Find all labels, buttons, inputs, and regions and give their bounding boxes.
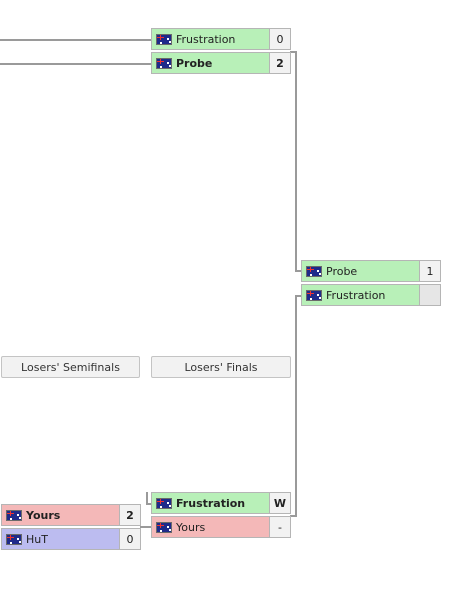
australia-flag-icon: [6, 509, 22, 521]
connector-line: [0, 39, 152, 41]
score-cell: W: [269, 493, 290, 513]
player-name-cell: Frustration: [302, 285, 421, 305]
match-grand-final[interactable]: Probe 1 Frustration: [301, 260, 441, 308]
match-losers-semifinal[interactable]: Yours 2 HuT 0: [1, 504, 141, 552]
score-cell: 1: [419, 261, 440, 281]
player-name-cell: Yours: [152, 517, 271, 537]
player-name: Frustration: [176, 496, 246, 510]
player-name-cell: Probe: [152, 53, 271, 73]
connector-line: [290, 515, 296, 517]
player-name: Frustration: [176, 32, 236, 46]
score-cell: [419, 285, 440, 305]
round-header-losers-semifinals: Losers' Semifinals: [1, 356, 140, 378]
score-cell: 0: [119, 529, 140, 549]
connector-line: [295, 270, 302, 272]
connector-line: [0, 63, 152, 65]
match-slot[interactable]: Frustration W: [151, 492, 291, 514]
player-name: Yours: [176, 520, 206, 534]
player-name-cell: Probe: [302, 261, 421, 281]
connector-line: [146, 492, 148, 504]
player-name: Frustration: [326, 288, 386, 302]
match-slot[interactable]: Frustration: [301, 284, 441, 306]
score-cell: -: [269, 517, 290, 537]
connector-line: [140, 526, 152, 528]
match-slot[interactable]: Probe 1: [301, 260, 441, 282]
australia-flag-icon: [306, 289, 322, 301]
round-header-losers-finals: Losers' Finals: [151, 356, 291, 378]
score-cell: 2: [119, 505, 140, 525]
match-losers-final[interactable]: Frustration W Yours -: [151, 492, 291, 540]
match-slot[interactable]: Frustration 0: [151, 28, 291, 50]
australia-flag-icon: [156, 521, 172, 533]
player-name-cell: Frustration: [152, 493, 271, 513]
connector-line: [146, 503, 152, 505]
australia-flag-icon: [156, 57, 172, 69]
match-slot[interactable]: Yours -: [151, 516, 291, 538]
australia-flag-icon: [156, 33, 172, 45]
match-upper-final[interactable]: Frustration 0 Probe 2: [151, 28, 291, 76]
player-name: Yours: [26, 508, 61, 522]
score-cell: 2: [269, 53, 290, 73]
australia-flag-icon: [306, 265, 322, 277]
australia-flag-icon: [6, 533, 22, 545]
player-name: Probe: [176, 56, 213, 70]
player-name: Probe: [326, 264, 358, 278]
score-cell: 0: [269, 29, 290, 49]
match-slot[interactable]: Probe 2: [151, 52, 291, 74]
australia-flag-icon: [156, 497, 172, 509]
player-name-cell: HuT: [2, 529, 121, 549]
connector-line: [295, 295, 302, 297]
player-name: HuT: [26, 532, 48, 546]
player-name-cell: Frustration: [152, 29, 271, 49]
connector-line: [295, 51, 297, 272]
match-slot[interactable]: HuT 0: [1, 528, 141, 550]
connector-line: [295, 295, 297, 517]
player-name-cell: Yours: [2, 505, 121, 525]
connector-line: [290, 51, 296, 53]
match-slot[interactable]: Yours 2: [1, 504, 141, 526]
